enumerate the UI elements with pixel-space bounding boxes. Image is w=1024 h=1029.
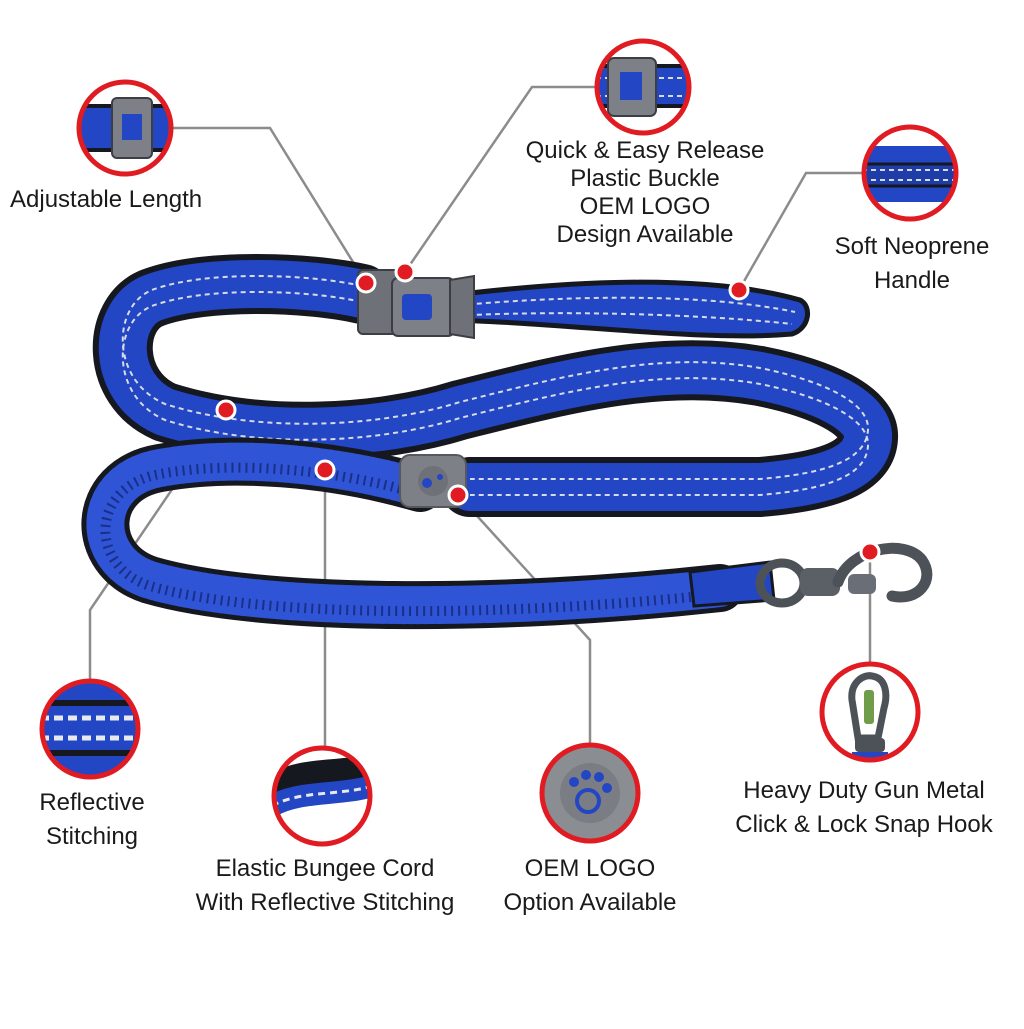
snap-hook: [755, 542, 933, 608]
label-line: With Reflective Stitching: [195, 889, 455, 916]
label-line: Heavy Duty Gun Metal: [743, 777, 985, 804]
label-elastic-bungee-cord: Elastic Bungee Cord With Reflective Stit…: [170, 852, 480, 920]
leash-handle: [92, 254, 898, 517]
label-reflective-stitching: Reflective Stitching: [22, 786, 162, 854]
zoom-logo: [539, 742, 641, 844]
label-line: Reflective: [39, 789, 145, 816]
zoom-hook: [819, 661, 921, 763]
label-line: Click & Lock Snap Hook: [735, 811, 993, 838]
label-line: Stitching: [45, 823, 139, 850]
label-soft-neoprene-handle: Soft Neoprene Handle: [812, 230, 1012, 298]
label-line: Handle: [873, 267, 951, 294]
label-line: Quick & Easy Release: [525, 137, 765, 164]
label-line: Design Available: [556, 221, 734, 248]
label-snap-hook: Heavy Duty Gun Metal Click & Lock Snap H…: [712, 774, 1016, 842]
zoom-bungee: [271, 745, 373, 847]
label-line: Plastic Buckle: [570, 165, 720, 192]
zoom-reflective: [39, 678, 141, 780]
label-quick-release-buckle: Quick & Easy Release Plastic Buckle OEM …: [500, 137, 790, 249]
label-line: OEM LOGO: [524, 855, 656, 882]
zoom-adjustable: [76, 79, 174, 177]
label-line: Soft Neoprene: [834, 233, 990, 260]
label-line: OEM LOGO: [579, 193, 711, 220]
zoom-buckle: [594, 38, 692, 136]
label-line: Elastic Bungee Cord: [215, 855, 435, 882]
label-adjustable-length: Adjustable Length: [10, 186, 202, 214]
bungee-cord: [81, 437, 776, 630]
label-oem-logo-option: OEM LOGO Option Available: [485, 852, 695, 920]
label-line: Adjustable Length: [10, 186, 203, 213]
callout-dots: [215, 261, 881, 563]
label-line: Option Available: [503, 889, 677, 916]
zoom-handle: [861, 124, 959, 222]
